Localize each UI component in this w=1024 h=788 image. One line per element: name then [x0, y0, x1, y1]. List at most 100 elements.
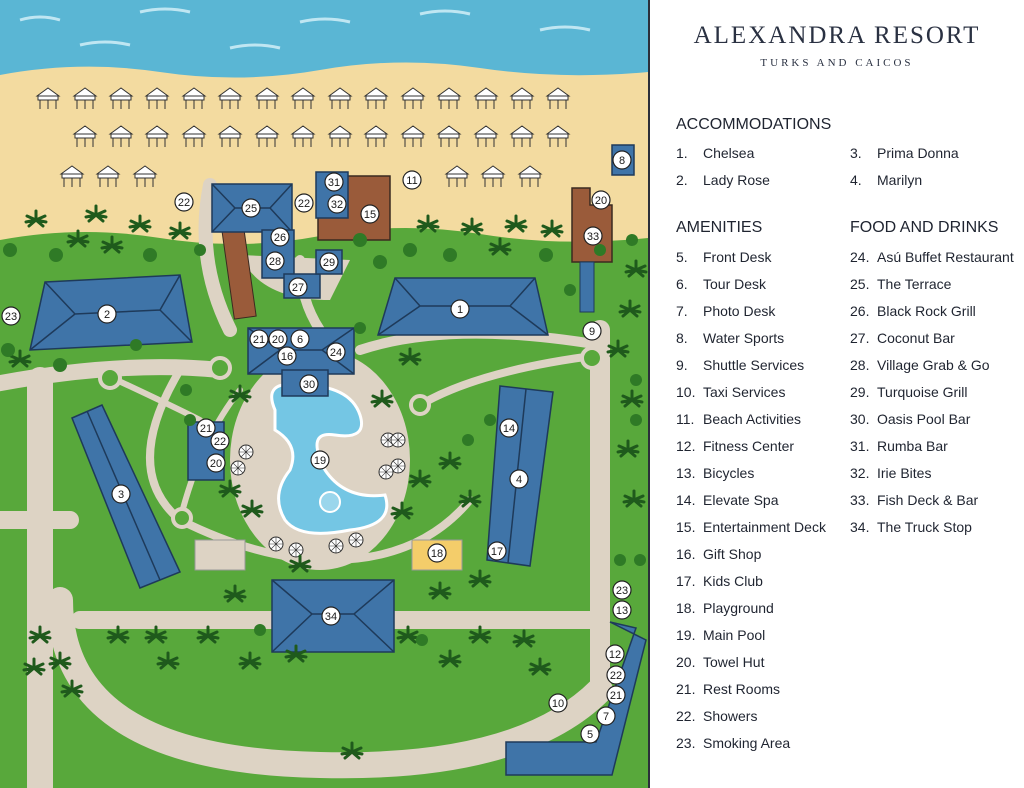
map-marker[interactable]: 1	[450, 299, 470, 319]
legend-item: 4.Marilyn	[850, 172, 922, 188]
legend-item-number: 8.	[676, 330, 688, 346]
legend-item-label: Gift Shop	[703, 546, 762, 562]
map-marker[interactable]: 18	[427, 543, 447, 563]
legend-item-number: 22.	[676, 708, 696, 724]
legend-item-number: 19.	[676, 627, 696, 643]
legend-item-label: Marilyn	[877, 172, 923, 188]
legend-item: 7.Photo Desk	[676, 303, 775, 319]
legend-item: 25. The Terrace	[850, 276, 951, 292]
legend-item-label: Taxi Services	[703, 384, 786, 400]
map-marker[interactable]: 19	[310, 450, 330, 470]
map-marker[interactable]: 15	[360, 204, 380, 224]
map-marker[interactable]: 20	[591, 190, 611, 210]
map-marker-circle	[268, 329, 288, 349]
map-marker-circle	[249, 329, 269, 349]
legend-item-label: Black Rock Grill	[877, 303, 976, 319]
map-marker[interactable]: 17	[487, 541, 507, 561]
map-marker[interactable]: 8	[612, 150, 632, 170]
legend-item-number: 11.	[676, 411, 695, 427]
legend-item-number: 25.	[850, 276, 870, 292]
map-marker[interactable]: 21	[249, 329, 269, 349]
map-marker-number: 10	[552, 698, 564, 710]
map-marker-circle	[326, 342, 346, 362]
beach-sand	[0, 62, 648, 255]
legend-item-label: Fitness Center	[703, 438, 795, 454]
map-marker[interactable]: 22	[210, 431, 230, 451]
map-marker[interactable]: 29	[319, 252, 339, 272]
legend-item-label: Towel Hut	[703, 654, 765, 670]
map-marker[interactable]: 13	[612, 600, 632, 620]
map-marker-circle	[265, 251, 285, 271]
legend-item: 1.Chelsea	[676, 145, 754, 161]
legend-item-label: Lady Rose	[703, 172, 770, 188]
legend-item-label: Shuttle Services	[703, 357, 805, 373]
legend-item: 2. Lady Rose	[676, 172, 770, 188]
map-marker[interactable]: 23	[1, 306, 21, 326]
ocean-waves	[19, 7, 591, 50]
map-marker-number: 8	[619, 155, 625, 167]
legend-item-label: Main Pool	[703, 627, 766, 643]
map-marker[interactable]: 30	[299, 374, 319, 394]
legend-panel: ALEXANDRA RESORT TURKS AND CAICOS ACCOMM…	[650, 0, 1024, 788]
map-marker-number: 22	[214, 436, 226, 448]
legend-item-label: Elevate Spa	[703, 492, 779, 508]
map-marker[interactable]: 24	[326, 342, 346, 362]
map-marker[interactable]: 26	[270, 227, 290, 247]
map-marker[interactable]: 22	[174, 192, 194, 212]
map-marker[interactable]: 21	[606, 685, 626, 705]
map-marker[interactable]: 22	[606, 665, 626, 685]
map-marker[interactable]: 21	[196, 418, 216, 438]
legend-item-label: Prima Donna	[877, 145, 959, 161]
map-marker[interactable]: 34	[321, 606, 341, 626]
legend-item-label: Smoking Area	[703, 735, 791, 751]
map-marker-number: 22	[298, 198, 310, 210]
map-marker-circle	[299, 374, 319, 394]
map-marker[interactable]: 22	[294, 193, 314, 213]
map-marker[interactable]: 4	[509, 469, 529, 489]
legend-item-number: 28.	[850, 357, 870, 373]
legend-item-label: Irie Bites	[877, 465, 932, 481]
map-marker-circle	[288, 277, 308, 297]
legend-item: 34.The Truck Stop	[850, 519, 972, 535]
legend-item-label: Turquoise Grill	[877, 384, 968, 400]
legend-item-number: 3.	[850, 145, 862, 161]
map-marker[interactable]: 20	[206, 453, 226, 473]
map-marker[interactable]: 2	[97, 304, 117, 324]
map-marker-circle	[360, 204, 380, 224]
map-marker[interactable]: 6	[290, 329, 310, 349]
legend-item-label: Entertainment Deck	[703, 519, 826, 535]
map-marker[interactable]: 31	[324, 172, 344, 192]
map-marker[interactable]: 20	[268, 329, 288, 349]
heading-amenities: AMENITIES	[676, 219, 763, 236]
map-marker[interactable]: 23	[612, 580, 632, 600]
map-marker[interactable]: 12	[605, 644, 625, 664]
legend-item-label: Front Desk	[703, 249, 772, 265]
map-marker-circle	[319, 252, 339, 272]
map-marker[interactable]: 14	[499, 418, 519, 438]
map-marker-circle	[327, 194, 347, 214]
map-marker-number: 17	[491, 546, 503, 558]
legend-item: 13.Bicycles	[676, 465, 754, 481]
map-marker-number: 20	[272, 334, 284, 346]
map-marker-number: 14	[503, 423, 515, 435]
legend-item-label: The Terrace	[877, 276, 952, 292]
map-marker[interactable]: 16	[277, 346, 297, 366]
legend-item: 29.Turquoise Grill	[850, 384, 968, 400]
map-marker-number: 32	[331, 199, 343, 211]
map-marker[interactable]: 9	[582, 321, 602, 341]
map-marker[interactable]: 27	[288, 277, 308, 297]
fish-deck-walkway	[579, 261, 595, 313]
map-marker[interactable]: 33	[583, 226, 603, 246]
map-marker[interactable]: 11	[402, 170, 422, 190]
map-marker[interactable]: 10	[548, 693, 568, 713]
resort-title: ALEXANDRA RESORT	[693, 22, 981, 49]
map-marker[interactable]: 32	[327, 194, 347, 214]
map-marker[interactable]: 7	[596, 706, 616, 726]
map-marker-circle	[509, 469, 529, 489]
map-marker[interactable]: 3	[111, 484, 131, 504]
map-marker[interactable]: 5	[580, 724, 600, 744]
map-marker[interactable]: 25	[241, 198, 261, 218]
legend-item: 19. Main Pool	[676, 627, 765, 643]
map-marker[interactable]: 28	[265, 251, 285, 271]
legend-item-number: 2.	[676, 172, 688, 188]
